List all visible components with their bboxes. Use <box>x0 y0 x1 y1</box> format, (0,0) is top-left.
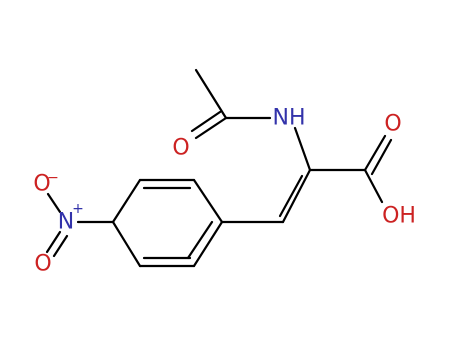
bond-acid-co-2 <box>370 138 393 176</box>
bond-nitro-o-top <box>46 192 62 214</box>
atom-label-acid-oh: OH <box>382 204 416 229</box>
atom-label-nitro-o-top-charge: − <box>47 170 59 186</box>
atom-label-acid-o: O <box>384 112 401 137</box>
atom-label-nitro-n: N <box>58 210 74 235</box>
atom-label-nh: NH <box>273 106 306 131</box>
bond-nh-alpha <box>293 126 312 172</box>
ring-bond-3 <box>111 178 142 224</box>
bond-amide-co-2 <box>190 110 222 133</box>
atom-label-nitro-o-bottom: O <box>34 252 51 277</box>
bond-acid-oh <box>363 168 384 204</box>
atom-label-amide-o: O <box>172 136 189 161</box>
bond-acid-co-1 <box>363 134 387 172</box>
ring-bond-1 <box>192 178 224 224</box>
ring-bond-6-inner <box>186 220 214 260</box>
ring-bond-4 <box>111 220 142 268</box>
atom-label-nitro-o-top: O <box>33 172 50 197</box>
bond-nitro-o-bottom-2 <box>52 234 69 258</box>
atom-label-nitro-n-charge: + <box>72 201 84 217</box>
bond-alkene-2 <box>278 174 304 218</box>
bond-nitro-o-bottom-1 <box>45 230 62 254</box>
bond-methyl-carbonyl <box>194 68 228 120</box>
bond-alkene-1 <box>281 168 312 224</box>
ring-bond-6 <box>192 220 224 268</box>
bond-amide-co-1 <box>194 116 228 140</box>
